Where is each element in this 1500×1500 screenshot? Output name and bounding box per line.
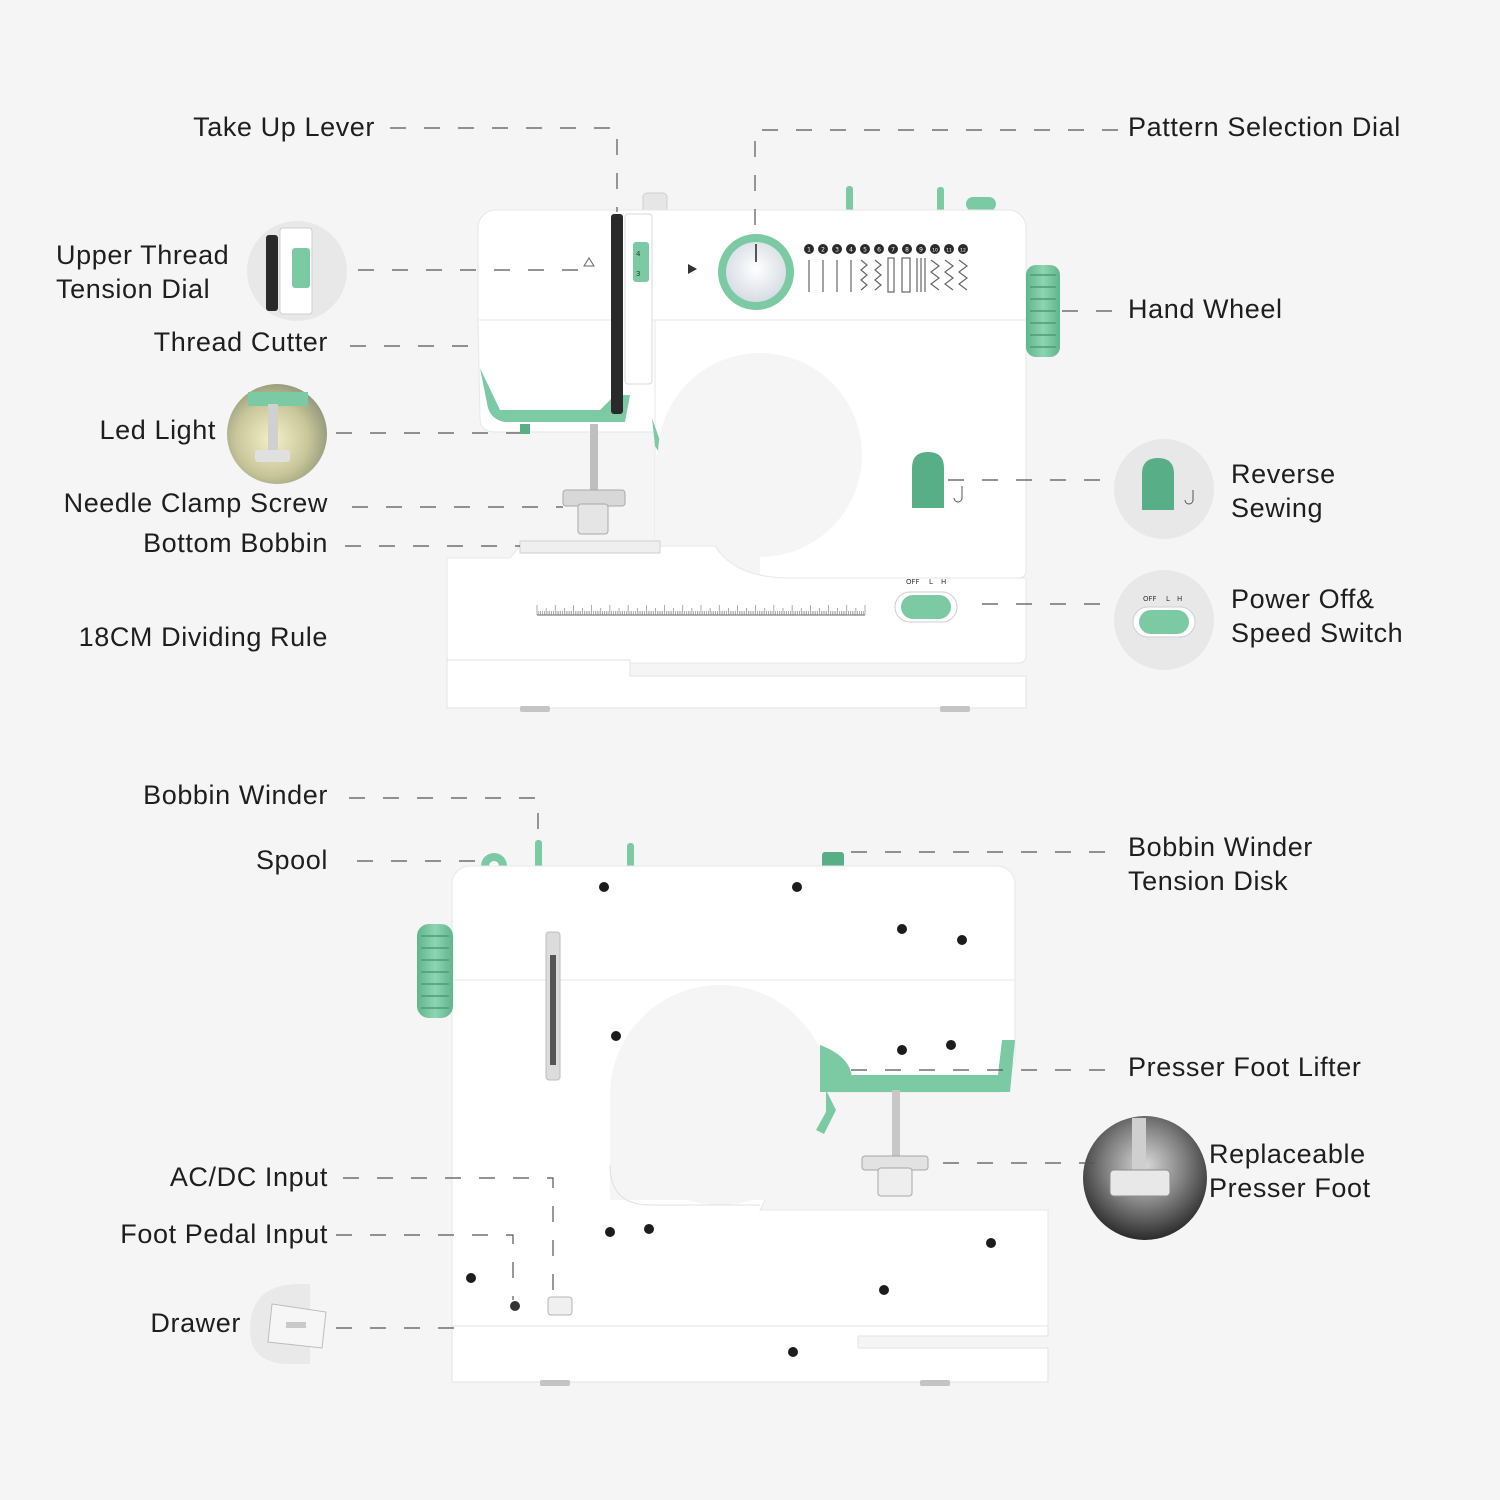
label-replaceable-presser-foot: Replaceable Presser Foot <box>1209 1137 1371 1205</box>
switch-high-mark: H <box>941 578 946 586</box>
pattern-number: 9 <box>919 247 923 254</box>
label-presser-foot-line2: Presser Foot <box>1209 1171 1371 1205</box>
pattern-number: 8 <box>905 247 909 254</box>
pattern-number: 2 <box>821 247 825 254</box>
ac-dc-port-icon <box>548 1297 572 1315</box>
switch-off-mark: OFF <box>906 578 920 586</box>
label-take-up-lever: Take Up Lever <box>193 110 375 144</box>
label-pattern-selection-dial: Pattern Selection Dial <box>1128 110 1401 144</box>
needle-bar <box>590 424 598 494</box>
label-spool: Spool <box>256 843 328 877</box>
inset-switch-low-mark: L <box>1166 595 1170 603</box>
inset-reverse-sewing <box>1114 439 1214 539</box>
pattern-number: 12 <box>960 248 966 254</box>
inset-drawer <box>250 1284 326 1364</box>
label-power-line1: Power Off& <box>1231 582 1403 616</box>
pattern-number: 11 <box>946 248 952 254</box>
label-dividing-rule: 18CM Dividing Rule <box>79 620 328 654</box>
label-reverse-sewing: Reverse Sewing <box>1231 457 1336 525</box>
label-upper-thread-line1: Upper Thread <box>56 238 229 272</box>
inset-switch-high-mark: H <box>1177 595 1182 603</box>
label-tension-disk-line2: Tension Disk <box>1128 864 1313 898</box>
label-bobbin-winder-tension-disk: Bobbin Winder Tension Disk <box>1128 830 1313 898</box>
label-upper-thread-tension-dial: Upper Thread Tension Dial <box>56 238 229 306</box>
label-bottom-bobbin: Bottom Bobbin <box>143 526 328 560</box>
inset-power-switch: OFF L H <box>1114 570 1214 670</box>
label-tension-disk-line1: Bobbin Winder <box>1128 830 1313 864</box>
label-led-light: Led Light <box>100 413 217 447</box>
rear-view-machine <box>417 840 1048 1386</box>
label-bobbin-winder: Bobbin Winder <box>143 778 328 812</box>
inset-switch-off-mark: OFF <box>1143 595 1157 603</box>
tension-number-4: 4 <box>636 250 641 258</box>
label-presser-foot-line1: Replaceable <box>1209 1137 1371 1171</box>
bobbin-cover <box>520 541 660 553</box>
pattern-number: 7 <box>891 247 895 254</box>
label-ac-dc-input: AC/DC Input <box>170 1160 328 1194</box>
pattern-number: 6 <box>877 247 881 254</box>
led-light-icon <box>520 424 530 434</box>
pattern-number: 1 <box>807 247 811 254</box>
switch-low-mark: L <box>929 578 933 586</box>
foot-pedal-port-icon <box>510 1301 520 1311</box>
label-power-speed-switch: Power Off& Speed Switch <box>1231 582 1403 650</box>
label-hand-wheel: Hand Wheel <box>1128 292 1283 326</box>
pattern-number: 10 <box>932 248 938 254</box>
pattern-number: 4 <box>849 247 853 254</box>
label-presser-foot-lifter: Presser Foot Lifter <box>1128 1050 1361 1084</box>
label-power-line2: Speed Switch <box>1231 616 1403 650</box>
label-foot-pedal-input: Foot Pedal Input <box>120 1217 328 1251</box>
label-drawer: Drawer <box>150 1306 241 1340</box>
tension-number-3: 3 <box>636 270 640 278</box>
label-upper-thread-line2: Tension Dial <box>56 272 229 306</box>
label-needle-clamp-screw: Needle Clamp Screw <box>64 486 328 520</box>
inset-presser-foot <box>1083 1116 1207 1240</box>
label-thread-cutter: Thread Cutter <box>154 325 328 359</box>
label-reverse-line2: Sewing <box>1231 491 1336 525</box>
inset-tension-dial <box>247 221 347 321</box>
label-reverse-line1: Reverse <box>1231 457 1336 491</box>
pattern-number: 5 <box>863 247 867 254</box>
reverse-lever-icon <box>912 452 944 508</box>
pattern-number: 3 <box>835 247 839 254</box>
thread-slot <box>611 214 623 414</box>
inset-led-light <box>227 384 327 484</box>
free-arm-base <box>447 660 1026 708</box>
winder-knob-icon <box>966 197 996 211</box>
rear-hand-wheel-icon <box>417 924 453 1018</box>
presser-foot-icon <box>578 504 608 534</box>
